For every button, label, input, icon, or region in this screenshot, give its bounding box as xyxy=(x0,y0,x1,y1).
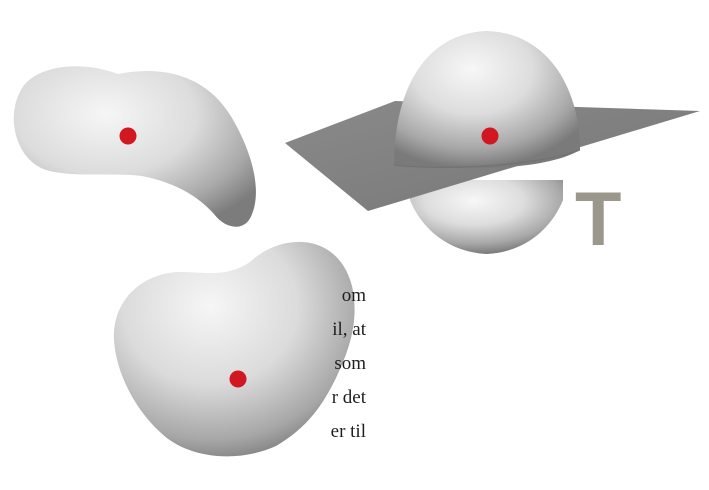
t-label: T xyxy=(575,177,621,262)
text-fragment: r det xyxy=(332,388,366,407)
center-marker xyxy=(230,371,247,388)
text-fragment: er til xyxy=(331,422,366,441)
text-fragment: som xyxy=(334,354,366,373)
ellipsoid-upper xyxy=(394,31,580,168)
lumpy-blob-shape xyxy=(114,242,355,456)
text-fragment: om xyxy=(342,286,366,305)
center-marker xyxy=(120,128,137,145)
curved-blob-shape xyxy=(14,66,256,227)
ellipsoid-with-plane xyxy=(285,31,700,254)
center-marker xyxy=(482,128,499,145)
text-fragment: il, at xyxy=(332,320,366,339)
